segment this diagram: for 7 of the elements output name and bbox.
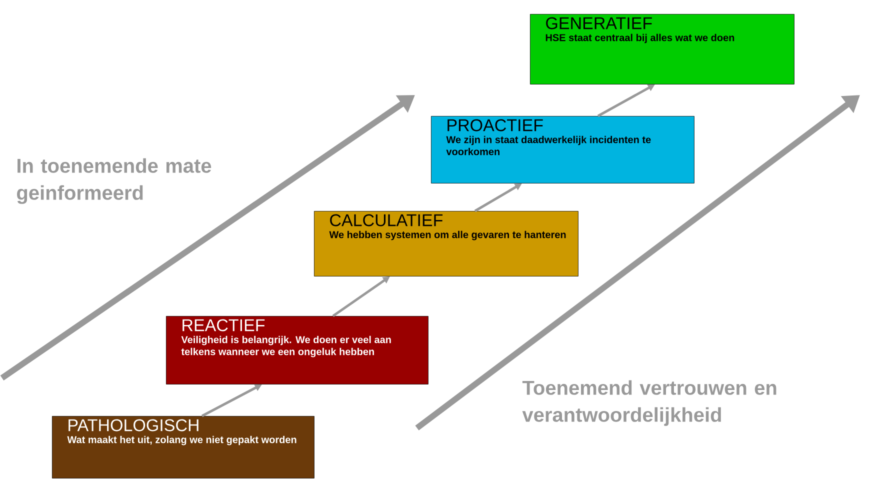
side-label: In toenemende mate geinformeerd	[17, 158, 212, 204]
level-box: GENERATIEF HSE staat centraal bij alles wat we doen	[530, 14, 794, 84]
level-box: PROACTIEF We zijn in staat daadwerkelijk incidenten te voorkomen	[431, 116, 694, 184]
level-box: REACTIEF Veiligheid is belangrijk. We doen er veel aan telkens wanneer we een ongeluk hebben	[166, 316, 428, 384]
side-label: Toenemend vertrouwen en verantwoordelijkheid	[522, 380, 776, 426]
level-box: CALCULATIEF We hebben systemen om alle gevaren te hanteren	[314, 211, 578, 276]
level-box: PATHOLOGISCH Wat maakt het uit, zolang we niet gepakt worden	[52, 416, 314, 478]
